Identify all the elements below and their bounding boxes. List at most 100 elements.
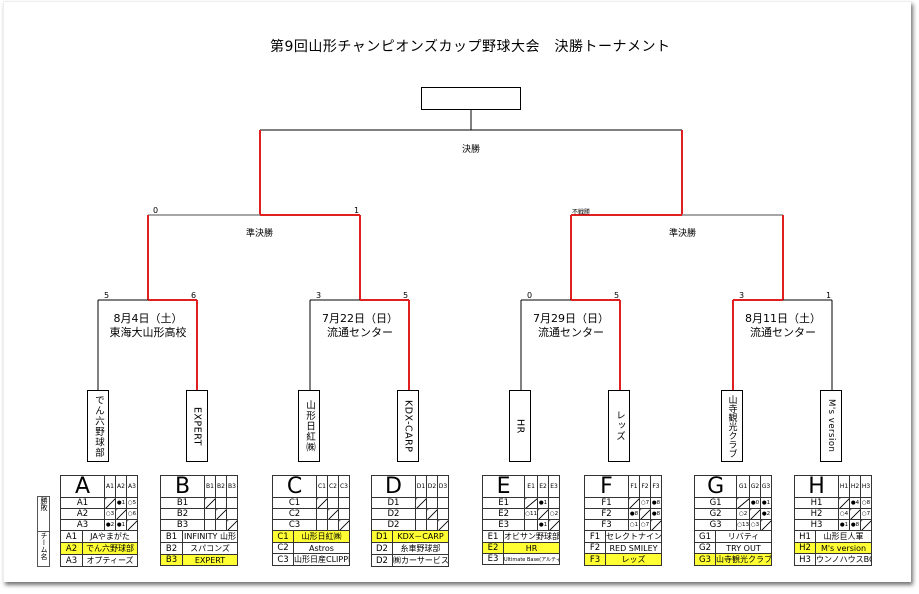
group-row-code: D2 bbox=[371, 508, 416, 520]
result-cell: ●1 bbox=[760, 497, 772, 509]
qf3-date: 7月29日（日） bbox=[533, 312, 609, 325]
qf2-right-score: 5 bbox=[403, 291, 409, 300]
group-row-code: B2 bbox=[160, 508, 205, 520]
team-code: D1 bbox=[371, 530, 393, 543]
result-cell: ●1 bbox=[115, 519, 127, 531]
team-code: B2 bbox=[160, 542, 183, 555]
team-code: E2 bbox=[482, 542, 504, 554]
team-name: HR bbox=[514, 418, 526, 434]
group-col-header: C3 bbox=[338, 475, 350, 498]
qf2-place: 流通センター bbox=[327, 326, 393, 339]
group-col-header: D1 bbox=[415, 475, 427, 498]
group-col-header: C2 bbox=[327, 475, 339, 498]
result-cell bbox=[204, 497, 216, 509]
result-cell: ●1 bbox=[115, 497, 127, 509]
team-name: レッズ bbox=[614, 410, 625, 442]
page-title: 第9回山形チャンピオンズカップ野球大会 決勝トーナメント bbox=[270, 39, 671, 55]
legend-results: 勝敗 bbox=[40, 497, 48, 511]
group-row-code: F3 bbox=[584, 519, 629, 531]
team-box: HR bbox=[509, 390, 531, 462]
result-cell bbox=[524, 519, 538, 531]
qf2-date: 7月22日（日） bbox=[322, 312, 398, 325]
group-letter: E bbox=[481, 475, 526, 498]
team-name: レッズ bbox=[605, 553, 662, 566]
team-name: M's version bbox=[815, 542, 872, 554]
champion-box bbox=[421, 87, 521, 110]
result-cell: ○2 bbox=[548, 508, 560, 520]
team-name: HR bbox=[503, 542, 560, 554]
group-col-header: A1 bbox=[104, 475, 116, 498]
team-name: 糸車野球部 bbox=[392, 542, 449, 555]
qf4-date: 8月11日（土） bbox=[745, 312, 821, 325]
result-cell bbox=[639, 508, 651, 520]
qf1-left-score: 5 bbox=[104, 291, 110, 300]
team-row: D2㈱カーサービス山形 bbox=[371, 554, 449, 567]
qf2-left-score: 3 bbox=[316, 291, 322, 300]
result-cell bbox=[415, 508, 427, 520]
result-cell: ●4 bbox=[849, 497, 861, 509]
group-row-code: E2 bbox=[481, 508, 526, 520]
team-code: B1 bbox=[160, 530, 183, 543]
qf3-venue: 7月29日（日） 流通センター bbox=[523, 312, 619, 340]
result-cell: ●2 bbox=[104, 519, 116, 531]
team-name: 山形日紅㈱ bbox=[304, 399, 315, 453]
result-cell bbox=[338, 508, 350, 520]
team-box: 山形日紅㈱ bbox=[298, 390, 320, 462]
qf1-right-score: 6 bbox=[191, 291, 197, 300]
group-row-code: C3 bbox=[272, 519, 317, 531]
result-cell bbox=[104, 497, 116, 509]
result-cell bbox=[838, 497, 850, 509]
result-cell: ○7 bbox=[639, 497, 651, 509]
group-row-code: G1 bbox=[693, 497, 738, 509]
result-cell bbox=[650, 519, 662, 531]
result-cell bbox=[524, 497, 538, 509]
team-code: A2 bbox=[60, 542, 83, 555]
result-cell bbox=[426, 508, 438, 520]
group-col-header: B2 bbox=[215, 475, 227, 498]
group-col-header: G3 bbox=[760, 475, 772, 498]
group-row-code: H1 bbox=[794, 497, 839, 509]
team-name: JAやまがた bbox=[82, 530, 138, 543]
result-cell: ●1 bbox=[537, 519, 549, 531]
team-row: C3山形日産CLIPPERS bbox=[272, 553, 350, 566]
team-code: H1 bbox=[794, 530, 816, 543]
result-cell bbox=[749, 508, 761, 520]
team-name: セレクトナイン bbox=[605, 530, 662, 543]
team-code: C1 bbox=[272, 530, 294, 543]
legend: 勝敗 チーム名 bbox=[37, 496, 50, 567]
team-code: G2 bbox=[694, 542, 716, 554]
result-cell bbox=[226, 497, 238, 509]
team-name: リバティ bbox=[715, 530, 772, 543]
result-cell bbox=[548, 519, 560, 531]
qf3-place: 流通センター bbox=[538, 326, 604, 339]
group-letter: A bbox=[60, 475, 105, 498]
team-name: RED SMILEY bbox=[605, 542, 662, 554]
result-cell: ●2 bbox=[760, 508, 772, 520]
group-col-header: E1 bbox=[524, 475, 538, 498]
group-col-header: E3 bbox=[548, 475, 560, 498]
result-cell bbox=[426, 519, 438, 531]
team-name: 山形日紅㈱ bbox=[293, 530, 350, 543]
result-cell bbox=[628, 497, 640, 509]
group-col-header: D3 bbox=[437, 475, 449, 498]
team-name: ㈱カーサービス山形 bbox=[392, 554, 449, 567]
result-cell: ○3 bbox=[104, 508, 116, 520]
result-cell bbox=[215, 508, 227, 520]
result-cell bbox=[204, 519, 216, 531]
group-col-header: D2 bbox=[426, 475, 438, 498]
qf3-left-score: 0 bbox=[527, 291, 533, 300]
team-code: B3 bbox=[160, 554, 183, 566]
group-table-c: CC1C2C3C1C2C3C1山形日紅㈱C2AstrosC3山形日産CLIPPE… bbox=[272, 475, 350, 566]
result-cell bbox=[338, 497, 350, 509]
group-col-header: F3 bbox=[650, 475, 662, 498]
result-cell: ●8 bbox=[849, 519, 861, 531]
result-cell bbox=[860, 519, 872, 531]
result-cell bbox=[537, 508, 549, 520]
